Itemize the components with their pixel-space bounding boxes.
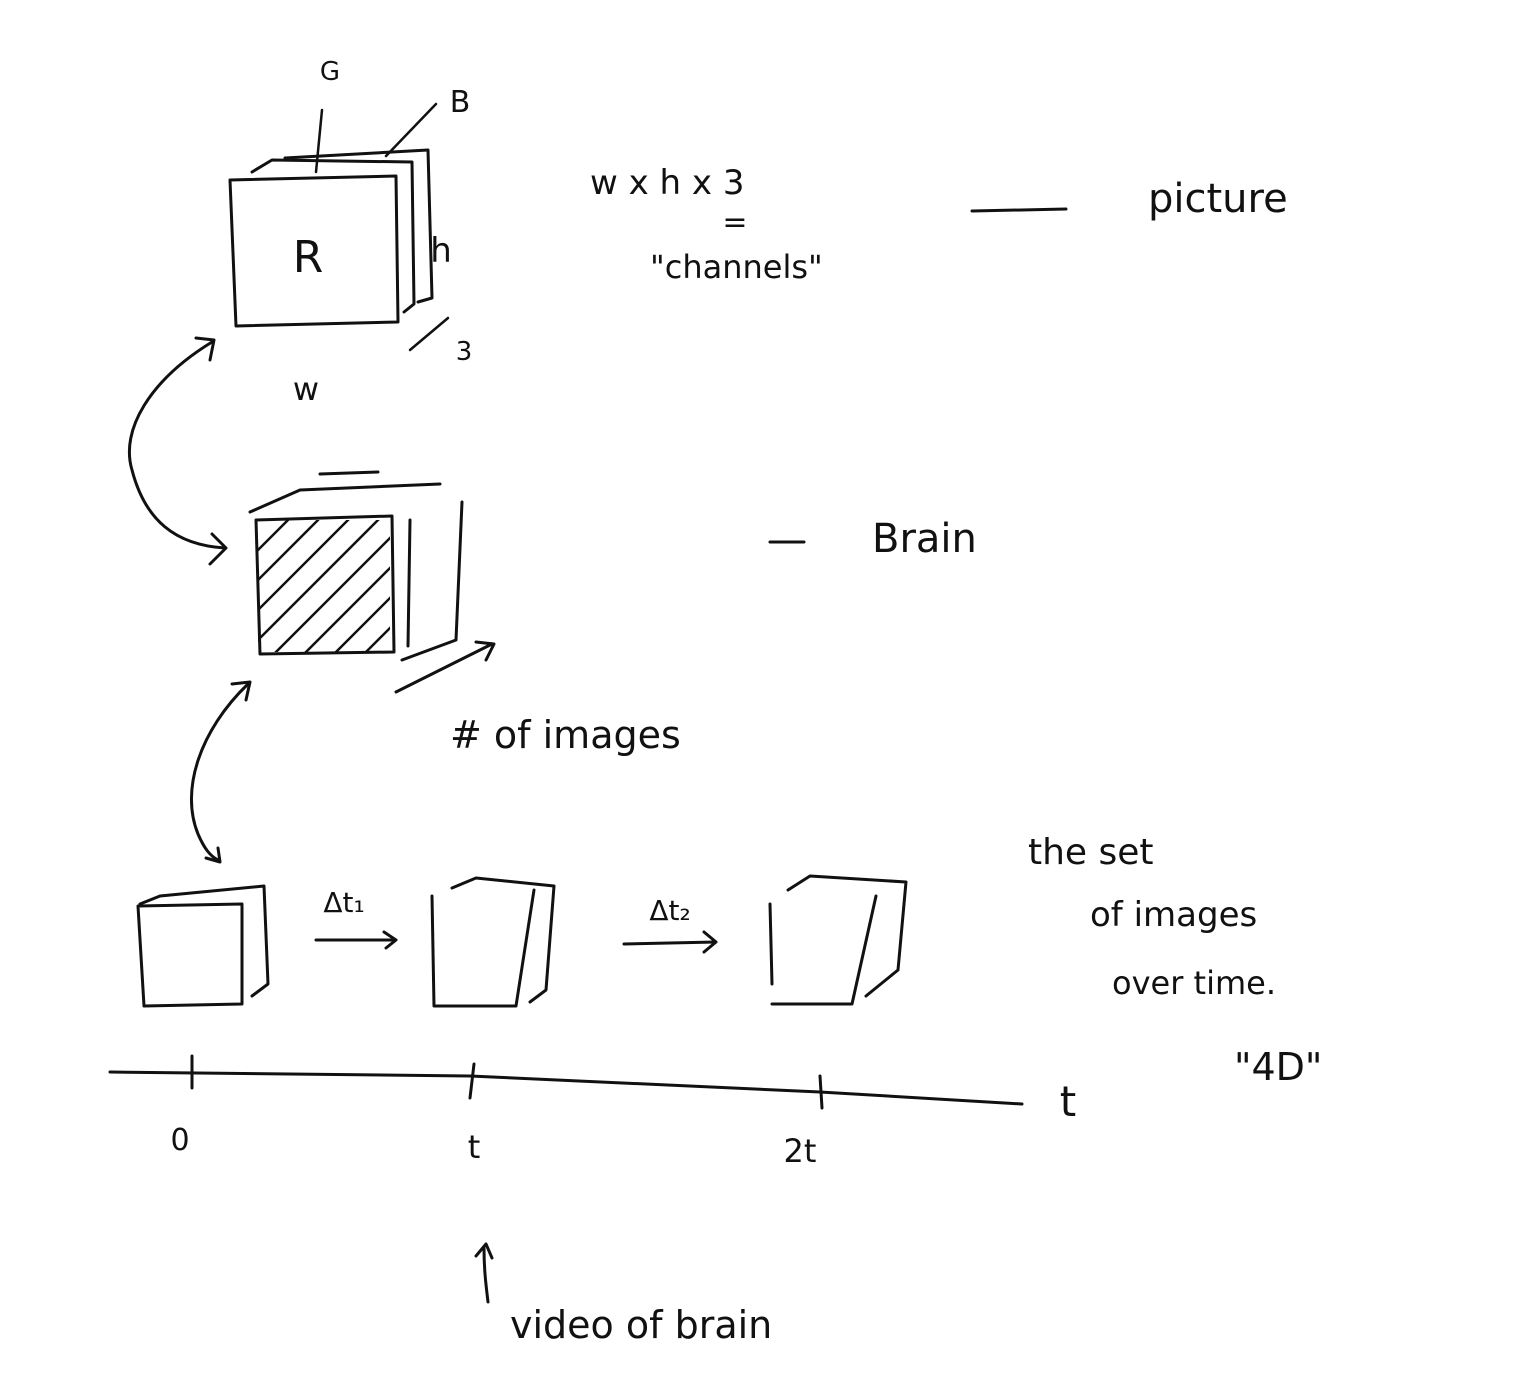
brain-front-face [254, 514, 396, 656]
num-images-label: # of images [450, 713, 681, 757]
tick-t [468, 1062, 476, 1100]
delta-arrow-2 [622, 930, 718, 954]
dim-w-label: w [293, 370, 319, 408]
channel-b-label: B [450, 85, 471, 120]
volume-at-time-2t [768, 874, 908, 1006]
formula-equals: = [722, 205, 747, 240]
channels-note: "channels" [650, 248, 823, 286]
g-pointer-line [314, 108, 324, 174]
double-arrow-picture-brain [127, 336, 228, 566]
channel-b-layer [283, 148, 434, 304]
picture-label: picture [1148, 176, 1288, 222]
channel-g-layer [250, 158, 416, 314]
timeline-axis [108, 1054, 1024, 1110]
brain-volume [248, 470, 496, 694]
volume-at-time-0 [136, 884, 270, 1008]
brain-label: Brain [872, 516, 977, 562]
channel-r-layer [228, 174, 400, 328]
b-pointer-line [384, 102, 438, 158]
volume-at-time-t [430, 876, 556, 1008]
formula-text: w x h x 3 [590, 163, 744, 203]
time-axis-label: t [1060, 1077, 1076, 1126]
rgb-image-stack [228, 102, 450, 352]
dim-h-label: h [430, 231, 452, 271]
video-pointer-arrow [474, 1242, 494, 1304]
sequence-desc-4d: "4D" [1234, 1045, 1322, 1089]
channel-g-label: G [320, 57, 340, 87]
brain-hatch-fill [258, 520, 390, 652]
brain-top-face [248, 470, 442, 514]
double-arrow-brain-sequence [190, 680, 252, 864]
sequence-desc-line-1: the set [1028, 832, 1154, 873]
delta-arrow-1 [314, 930, 398, 950]
delta-t1-label: Δt₁ [323, 886, 364, 919]
tick-label-0: 0 [170, 1123, 189, 1158]
tick-label-t: t [468, 1128, 481, 1166]
sequence-desc-line-3: over time. [1112, 964, 1276, 1002]
delta-t2-label: Δt₂ [649, 894, 690, 927]
brain-side-face [400, 500, 464, 662]
tick-label-2t: 2t [784, 1132, 817, 1170]
sequence-desc-line-2: of images [1090, 895, 1257, 935]
dim-3-label: 3 [456, 337, 473, 367]
brain-depth-arrow [394, 640, 496, 694]
channel-r-label: R [293, 232, 324, 283]
video-of-brain-label: video of brain [510, 1303, 772, 1347]
picture-dash [970, 207, 1068, 213]
depth-tick [408, 316, 450, 352]
tick-2t [818, 1074, 824, 1110]
